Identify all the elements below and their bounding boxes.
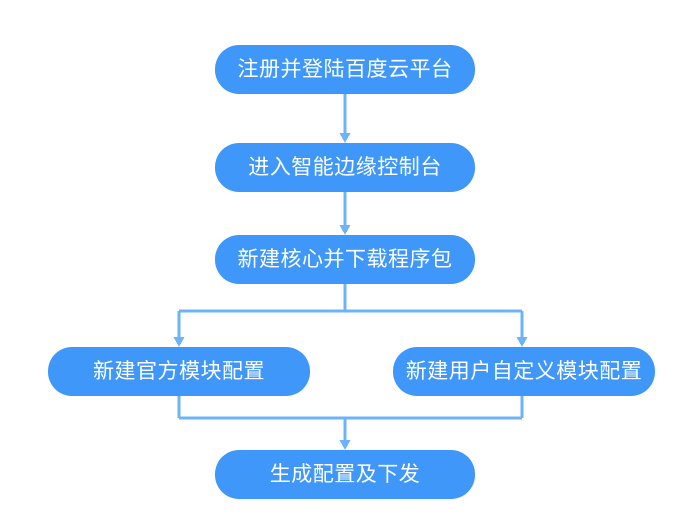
edge-register-to-console [339,94,351,143]
node-custom-module-config[interactable]: 新建用户自定义模块配置 [393,347,655,396]
node-core-package[interactable]: 新建核心并下载程序包 [215,235,475,284]
node-register[interactable]: 注册并登陆百度云平台 [215,45,475,94]
edge-modules-merge-to-generate [177,396,524,450]
node-core-package-label: 新建核心并下载程序包 [237,246,453,271]
node-official-module-config[interactable]: 新建官方模块配置 [48,347,310,396]
node-register-label: 注册并登陆百度云平台 [237,56,453,81]
node-console[interactable]: 进入智能边缘控制台 [215,143,475,192]
node-generate-config[interactable]: 生成配置及下发 [215,450,475,499]
node-console-label: 进入智能边缘控制台 [248,154,442,179]
node-custom-module-config-label: 新建用户自定义模块配置 [405,358,643,383]
node-official-module-config-label: 新建官方模块配置 [93,358,265,383]
edge-console-to-core-package [339,192,351,235]
node-generate-config-label: 生成配置及下发 [269,461,421,486]
edge-core-package-split [173,284,528,347]
